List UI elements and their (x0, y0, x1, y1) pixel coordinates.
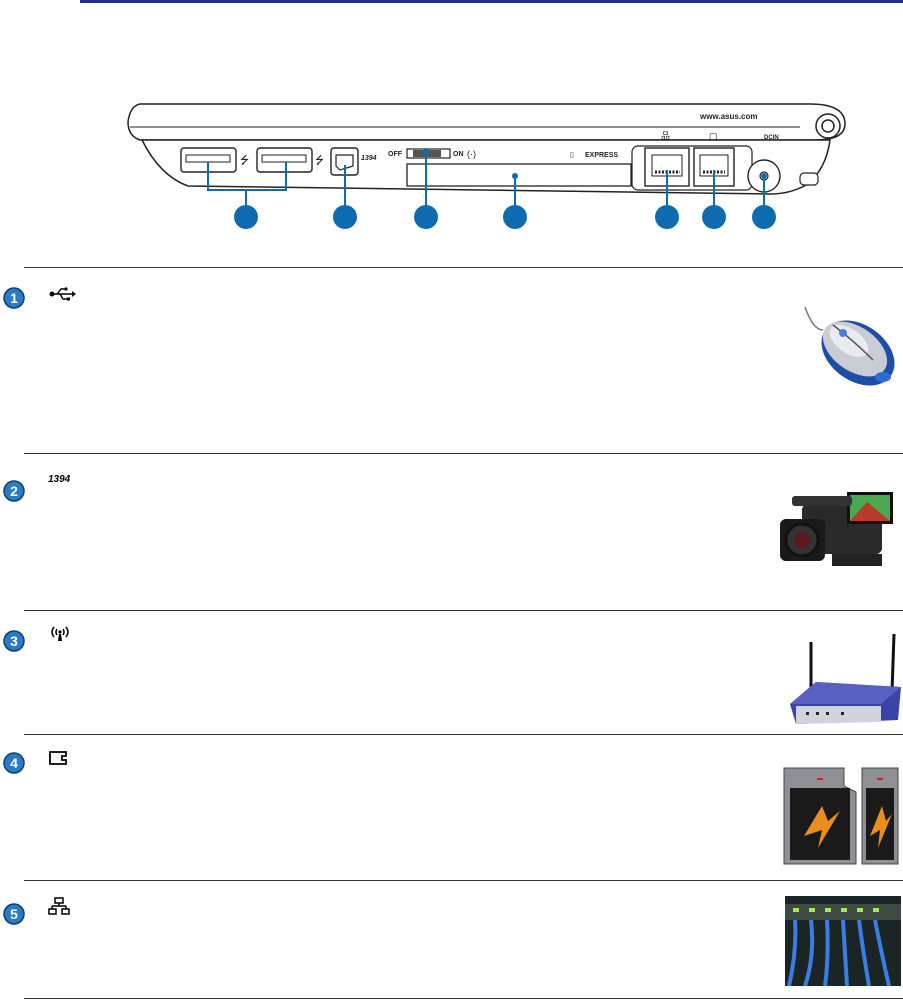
asus-url-text: www.asus.com (699, 112, 758, 121)
callout-5 (655, 205, 679, 229)
laptop-side-diagram: www.asus.com ⭍ ⭍ 1394 OFF ON (·) ▯ EXPRE… (127, 103, 846, 229)
section-number-badge-4: 4 (3, 752, 25, 774)
svg-text:▯: ▯ (570, 152, 574, 159)
usb-glyph-2: ⭍ (315, 154, 324, 167)
switch-off-label: OFF (388, 151, 403, 158)
callout-6 (702, 205, 726, 229)
callout-1 (234, 205, 258, 229)
wireless-icon (51, 626, 69, 641)
usb-glyph-1: ⭍ (240, 154, 249, 167)
usb-icon (49, 287, 76, 301)
lan-icon (48, 897, 70, 915)
section-divider (24, 998, 903, 999)
section-divider (24, 453, 903, 454)
svg-text:品: 品 (661, 131, 670, 141)
header-rule (80, 0, 903, 3)
firewire-1394-icon: 1394 (48, 474, 71, 485)
callout-2 (333, 205, 357, 229)
expresscard-slot (406, 163, 632, 187)
section-number-badge-2: 2 (3, 480, 25, 502)
section-number-badge-1: 1 (3, 287, 25, 309)
dcin-label: DCIN (764, 135, 779, 141)
svg-text:5: 5 (10, 906, 18, 922)
section-number-badge-5: 5 (3, 903, 25, 925)
svg-text:1: 1 (10, 290, 18, 306)
expresscard-image (783, 767, 899, 865)
section-divider (24, 267, 903, 268)
section-divider (24, 880, 903, 881)
usb-mouse-image (804, 306, 895, 386)
svg-text:4: 4 (10, 755, 18, 771)
svg-text:2: 2 (10, 483, 18, 499)
callout-4 (503, 205, 527, 229)
wireless-router-image (790, 633, 901, 724)
section-divider (24, 610, 903, 611)
svg-text:3: 3 (10, 633, 18, 649)
section-number-badge-3: 3 (3, 630, 25, 652)
expresscard-icon (49, 751, 67, 765)
section-divider (24, 734, 903, 735)
callout-3 (414, 205, 438, 229)
callout-7 (752, 205, 776, 229)
express-label: EXPRESS (585, 152, 618, 159)
firewire-label: 1394 (361, 155, 377, 162)
svg-text:▢: ▢ (709, 131, 718, 141)
network-switch-cables-image (785, 896, 901, 986)
switch-on-label: ON (453, 151, 464, 158)
svg-text:(·): (·) (467, 149, 476, 159)
camcorder-image (780, 492, 893, 566)
